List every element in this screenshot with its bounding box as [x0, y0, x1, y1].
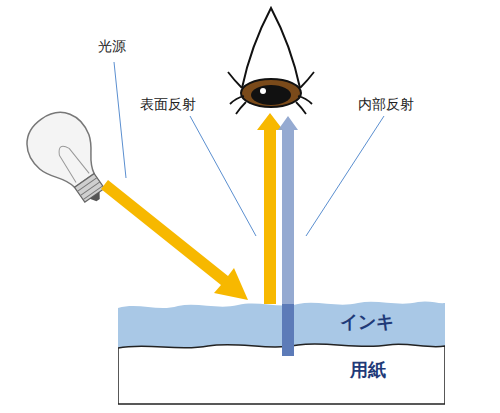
- callout-label: 内部反射: [356, 96, 416, 114]
- layer-shape: [118, 340, 445, 405]
- paper-layer: 用紙: [118, 340, 445, 405]
- layer-label: インキ: [340, 310, 394, 334]
- light-bulb: [16, 101, 124, 218]
- callout-label: 表面反射: [138, 96, 198, 114]
- callout-label: 光源: [96, 38, 128, 56]
- layer-label: 用紙: [350, 358, 386, 382]
- eye: [228, 8, 314, 114]
- layer-shape: [118, 290, 445, 350]
- ink-layer: インキ: [118, 290, 445, 350]
